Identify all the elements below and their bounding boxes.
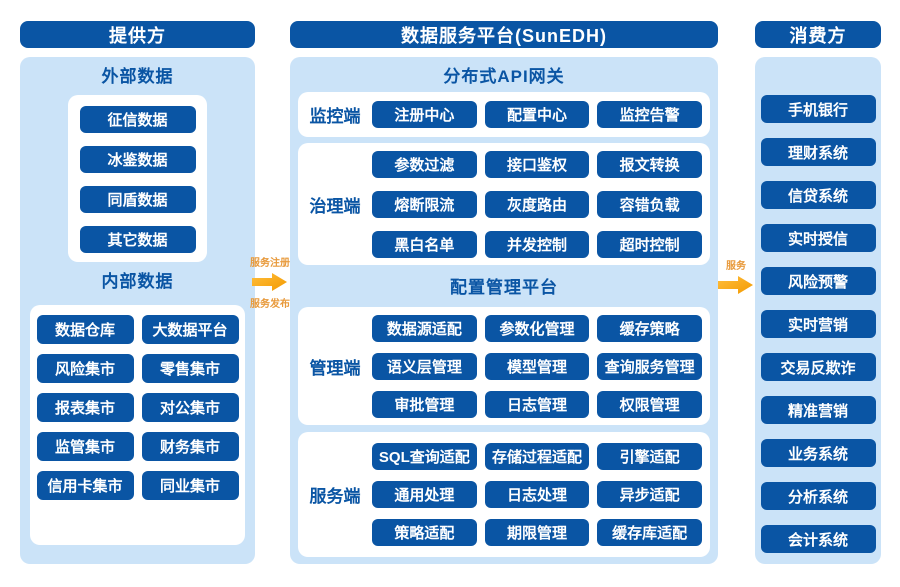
internal-data-node: 大数据平台 xyxy=(141,315,239,344)
right-arrow-icon xyxy=(718,276,753,294)
governance-node: 报文转换 xyxy=(597,150,702,178)
external-data-node: 同盾数据 xyxy=(79,186,196,213)
management-node: 查询服务管理 xyxy=(597,352,702,380)
service-group-label: 服务端 xyxy=(309,487,361,506)
service-node: 缓存库适配 xyxy=(597,519,702,546)
management-node: 审批管理 xyxy=(372,390,477,418)
service-node: 引擎适配 xyxy=(597,443,702,470)
service-node: SQL查询适配 xyxy=(372,443,477,470)
internal-data-node: 财务集市 xyxy=(141,432,239,461)
monitor-node: 配置中心 xyxy=(484,101,590,128)
right-arrow-icon xyxy=(252,273,287,291)
internal-data-node: 信用卡集市 xyxy=(36,471,134,500)
consumer-node: 实时营销 xyxy=(760,310,876,338)
external-data-node: 冰鉴数据 xyxy=(79,146,196,173)
internal-data-node: 报表集市 xyxy=(36,393,134,422)
service-group-grid: SQL查询适配存储过程适配引擎适配通用处理日志处理异步适配策略适配期限管理缓存库… xyxy=(372,432,702,557)
external-data-node: 其它数据 xyxy=(79,226,196,253)
management-node: 语义层管理 xyxy=(372,352,477,380)
service-node: 日志处理 xyxy=(484,481,590,508)
management-node: 缓存策略 xyxy=(597,314,702,342)
service-label: 服务 xyxy=(726,261,746,272)
service-register-label: 服务注册 xyxy=(250,258,290,269)
service-node: 策略适配 xyxy=(372,519,477,546)
provider-to-platform-arrow-group: 服务注册 服务发布 xyxy=(246,254,294,310)
service-publish-label: 服务发布 xyxy=(250,299,290,310)
governance-node: 超时控制 xyxy=(597,230,702,258)
governance-group-label: 治理端 xyxy=(309,196,361,216)
internal-data-node: 同业集市 xyxy=(141,471,239,500)
governance-node: 熔断限流 xyxy=(372,190,477,218)
consumer-node: 信贷系统 xyxy=(760,181,876,209)
service-node: 存储过程适配 xyxy=(484,443,590,470)
api-gateway-title: 分布式API网关 xyxy=(443,67,565,86)
platform-to-consumer-arrow-group: 服务 xyxy=(712,257,760,295)
management-group-label: 管理端 xyxy=(309,358,361,378)
provider-panel: 外部数据 征信数据冰鉴数据同盾数据其它数据 内部数据 数据仓库大数据平台风险集市… xyxy=(20,57,255,564)
consumer-node: 实时授信 xyxy=(760,224,876,252)
consumer-panel: 手机银行理财系统信贷系统实时授信风险预警实时营销交易反欺诈精准营销业务系统分析系… xyxy=(755,57,881,564)
monitor-node: 监控告警 xyxy=(597,101,702,128)
internal-data-title: 内部数据 xyxy=(101,272,174,291)
governance-node: 容错负载 xyxy=(597,190,702,218)
internal-data-node: 风险集市 xyxy=(36,354,134,383)
consumer-column-header: 消费方 xyxy=(755,21,881,48)
monitor-group: 监控端 注册中心配置中心监控告警 xyxy=(298,92,710,137)
external-data-node: 征信数据 xyxy=(79,106,196,133)
governance-node: 黑白名单 xyxy=(372,230,477,258)
governance-group-grid: 参数过滤接口鉴权报文转换熔断限流灰度路由容错负载黑白名单并发控制超时控制 xyxy=(372,143,702,265)
consumer-node: 理财系统 xyxy=(760,138,876,166)
internal-data-node: 数据仓库 xyxy=(36,315,134,344)
governance-group: 治理端 参数过滤接口鉴权报文转换熔断限流灰度路由容错负载黑白名单并发控制超时控制 xyxy=(298,143,710,265)
internal-data-node: 对公集市 xyxy=(141,393,239,422)
service-node: 期限管理 xyxy=(484,519,590,546)
platform-panel: 分布式API网关 监控端 注册中心配置中心监控告警 治理端 参数过滤接口鉴权报文… xyxy=(290,57,718,564)
management-group-grid: 数据源适配参数化管理缓存策略语义层管理模型管理查询服务管理审批管理日志管理权限管… xyxy=(372,307,702,425)
platform-column-header: 数据服务平台(SunEDH) xyxy=(290,21,718,48)
management-node: 日志管理 xyxy=(484,390,590,418)
monitor-group-grid: 注册中心配置中心监控告警 xyxy=(372,92,702,137)
governance-node: 灰度路由 xyxy=(484,190,590,218)
consumer-node: 风险预警 xyxy=(760,267,876,295)
management-node: 权限管理 xyxy=(597,390,702,418)
management-group: 管理端 数据源适配参数化管理缓存策略语义层管理模型管理查询服务管理审批管理日志管… xyxy=(298,307,710,425)
consumer-node: 会计系统 xyxy=(760,525,876,553)
governance-node: 参数过滤 xyxy=(372,150,477,178)
service-node: 通用处理 xyxy=(372,481,477,508)
consumer-node: 分析系统 xyxy=(760,482,876,510)
internal-data-node: 零售集市 xyxy=(141,354,239,383)
management-node: 参数化管理 xyxy=(484,314,590,342)
management-node: 模型管理 xyxy=(484,352,590,380)
management-node: 数据源适配 xyxy=(372,314,477,342)
service-node: 异步适配 xyxy=(597,481,702,508)
external-data-title: 外部数据 xyxy=(101,67,174,86)
governance-node: 接口鉴权 xyxy=(484,150,590,178)
internal-data-node: 监管集市 xyxy=(36,432,134,461)
consumer-node: 交易反欺诈 xyxy=(760,353,876,381)
external-data-box: 征信数据冰鉴数据同盾数据其它数据 xyxy=(68,95,207,262)
consumer-node: 业务系统 xyxy=(760,439,876,467)
service-group: 服务端 SQL查询适配存储过程适配引擎适配通用处理日志处理异步适配策略适配期限管… xyxy=(298,432,710,557)
monitor-node: 注册中心 xyxy=(372,101,477,128)
provider-column-header: 提供方 xyxy=(20,21,255,48)
consumer-node: 精准营销 xyxy=(760,396,876,424)
internal-data-box: 数据仓库大数据平台风险集市零售集市报表集市对公集市监管集市财务集市信用卡集市同业… xyxy=(30,305,245,545)
monitor-group-label: 监控端 xyxy=(309,107,361,126)
consumer-node: 手机银行 xyxy=(760,95,876,123)
config-platform-title: 配置管理平台 xyxy=(450,278,558,297)
governance-node: 并发控制 xyxy=(484,230,590,258)
